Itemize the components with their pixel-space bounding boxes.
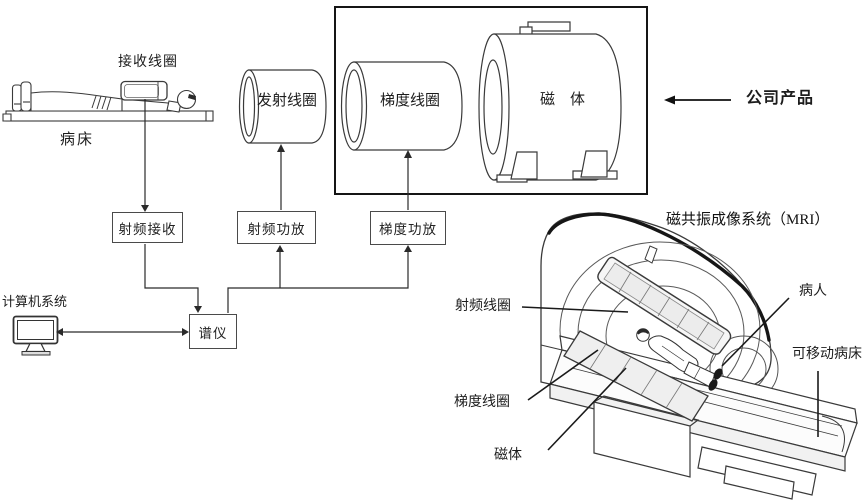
patient-legs <box>30 91 123 112</box>
mri-machine-drawing <box>521 212 858 500</box>
rf-panel-stub <box>644 245 658 264</box>
patient-foot <box>713 368 723 380</box>
gradient-coil-pointer <box>527 349 599 401</box>
gradient-amp-label: 梯度功放 <box>379 222 437 237</box>
flow-connectors <box>56 99 412 336</box>
patient-pointer <box>721 297 790 367</box>
patient-boot-left <box>11 84 23 112</box>
gradient-coil-panel <box>563 330 709 422</box>
bed-end-curve <box>821 415 845 453</box>
spectrometer-label: 谱仪 <box>198 325 228 341</box>
computer-monitor-icon <box>12 315 59 356</box>
patient-on-bed-drawing <box>2 80 214 122</box>
rf-coil-pointer <box>521 306 629 313</box>
rf-receive-label: 射频接收 <box>118 221 177 237</box>
patient-hands-hatch <box>91 95 112 111</box>
bed-pedestals <box>593 395 817 500</box>
magnet-handle <box>527 21 571 32</box>
company-product-arrow <box>664 95 731 105</box>
magnet-foot-right <box>580 150 608 178</box>
bed-board <box>5 110 214 122</box>
mri-patient-figure <box>636 328 723 391</box>
rf-receive-box: 射频接收 <box>112 212 183 243</box>
patient-foot <box>708 379 718 391</box>
magnet-pointer <box>547 367 627 451</box>
gantry-bold-outline <box>547 212 771 342</box>
transmit-coil-cylinder <box>238 69 327 144</box>
patient-face-mask <box>188 94 196 100</box>
magnet-foot-left <box>510 151 538 180</box>
rf-coil-panel <box>597 245 732 355</box>
receive-coil-box <box>120 80 168 101</box>
magnet-cylinder <box>478 21 622 183</box>
gradient-coil-cylinder <box>340 61 463 151</box>
pillow <box>166 100 182 113</box>
company-product-frame <box>334 6 648 195</box>
patient-torso-line <box>121 98 175 111</box>
monitor-base <box>21 351 51 356</box>
mri-label-pointers <box>521 297 819 451</box>
bed-end-cap <box>2 113 12 122</box>
rf-amp-label: 射频功放 <box>247 221 306 237</box>
monitor-stand <box>25 342 46 353</box>
gradient-amp-box: 梯度功放 <box>370 211 446 245</box>
rf-amp-box: 射频功放 <box>237 211 316 244</box>
bed-front-face <box>549 383 846 472</box>
spectrometer-box: 谱仪 <box>189 314 237 349</box>
patient-boot-right <box>20 81 32 112</box>
